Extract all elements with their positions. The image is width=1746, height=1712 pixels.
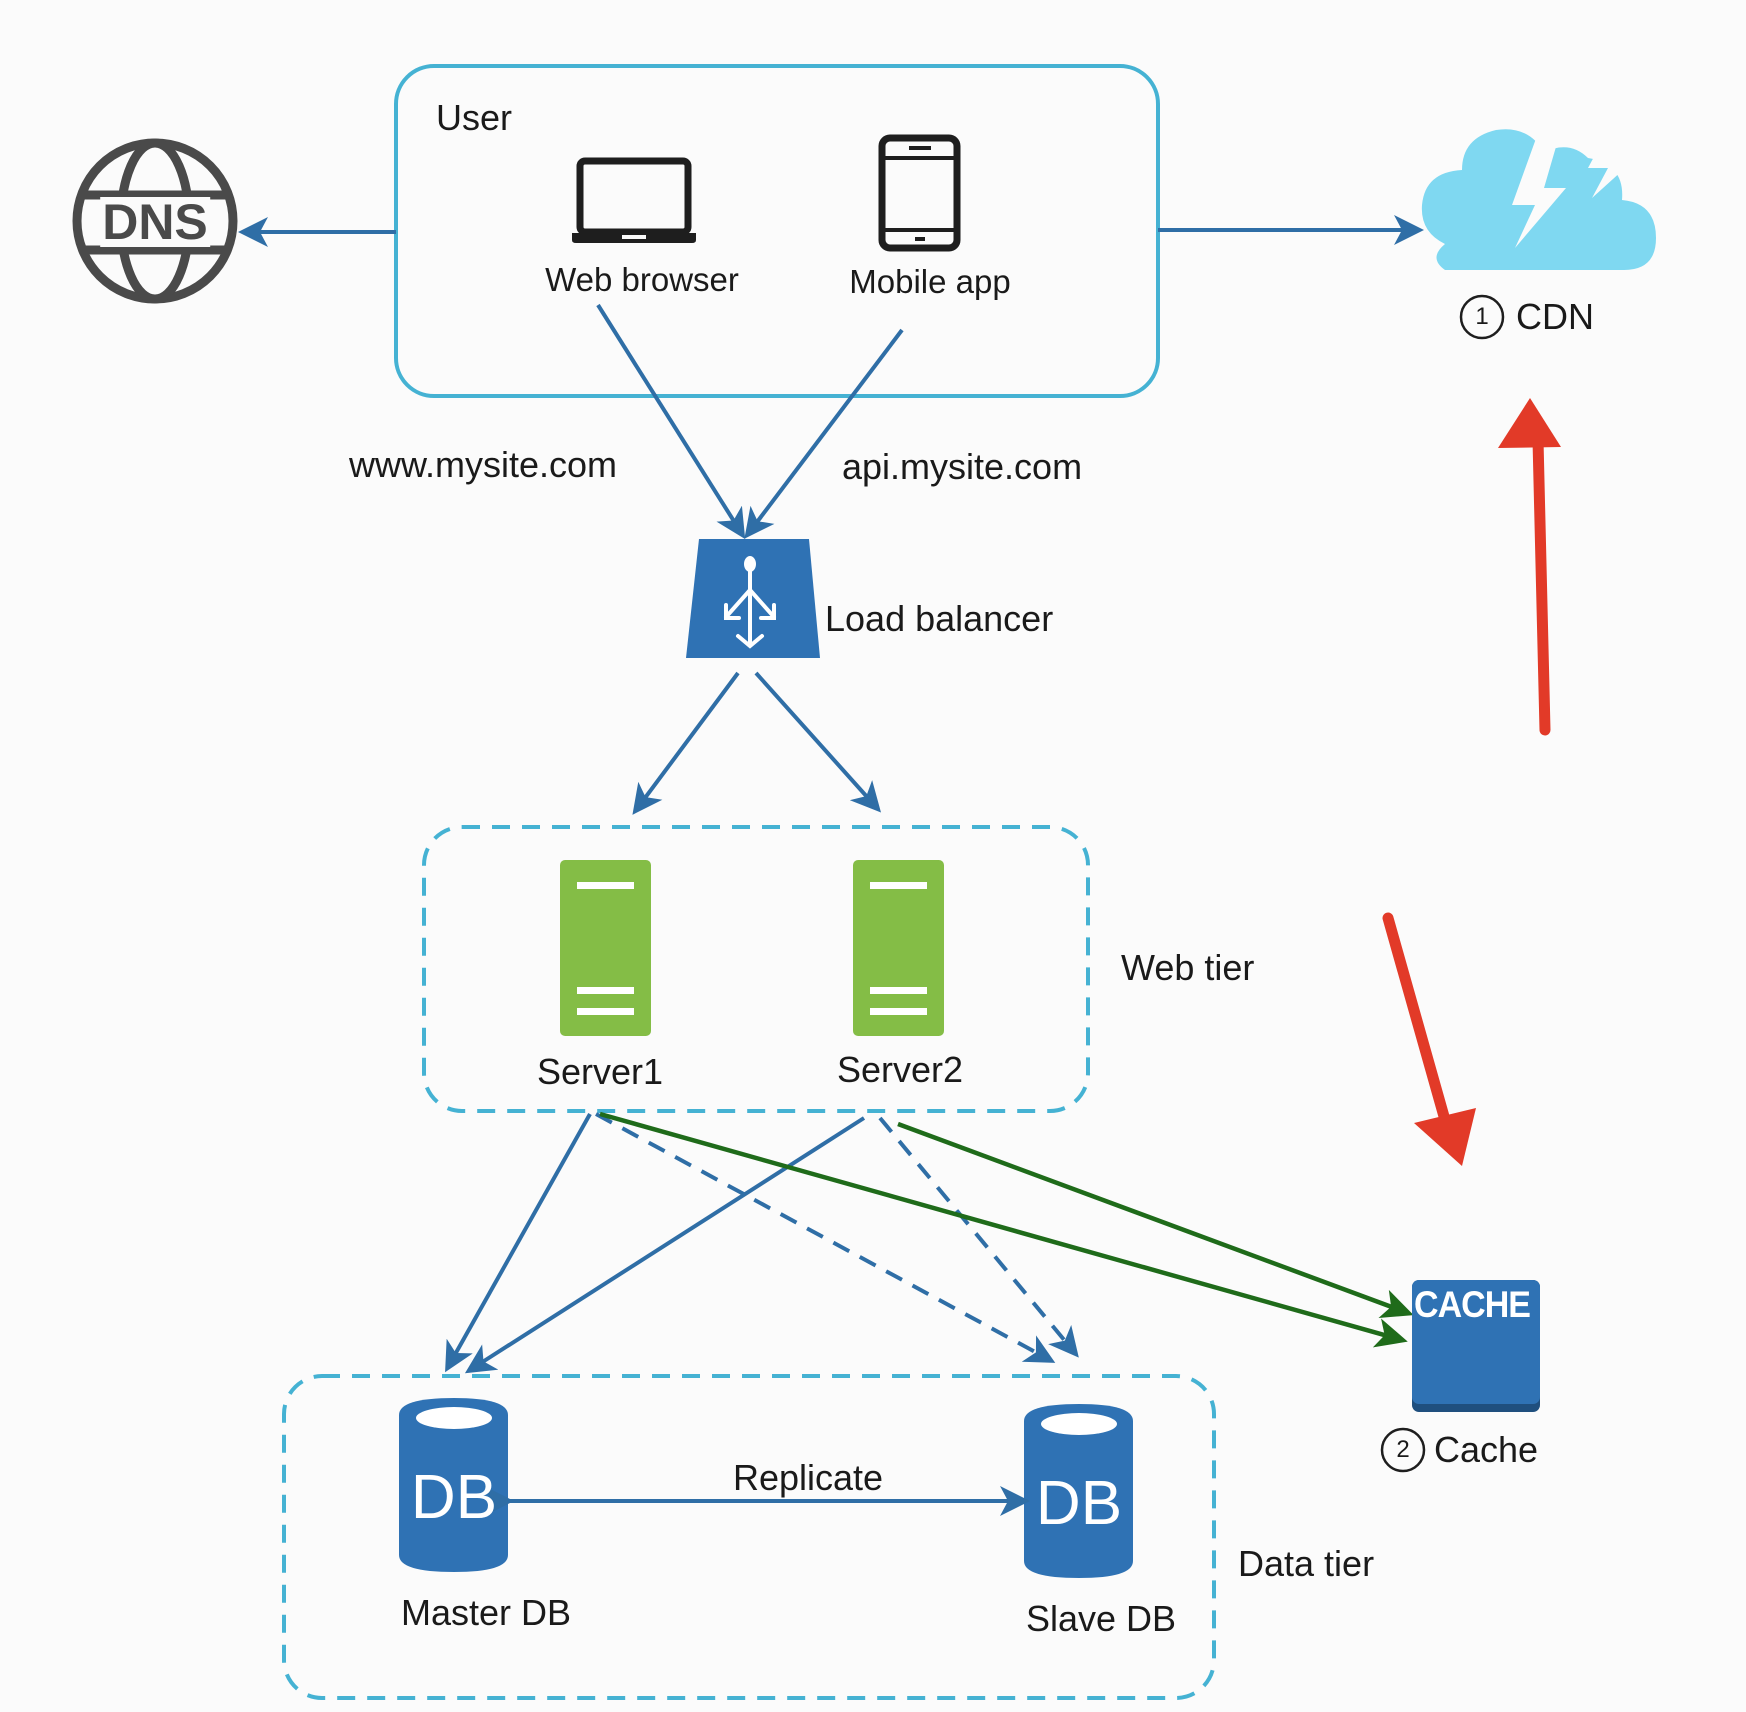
cdn-label: CDN (1516, 296, 1594, 337)
arrow-server1-to-slave (595, 1112, 1056, 1363)
slave-db-badge: DB (1035, 1469, 1123, 1538)
user-box-title: User (436, 97, 513, 138)
database-icon (1024, 1404, 1133, 1578)
server2-label: Server2 (836, 1049, 964, 1090)
cache-number-circle (1380, 1427, 1426, 1473)
load-balancer-icon (686, 539, 820, 658)
master-db-label: Master DB (401, 1592, 572, 1633)
cache-label: Cache (1434, 1429, 1539, 1470)
arrow-browser-to-lb (596, 303, 746, 540)
api-domain-label: api.mysite.com (842, 446, 1083, 487)
dns-label: DNS (100, 194, 210, 250)
cache-icon (1412, 1280, 1540, 1412)
cloud-lightning-icon (1421, 129, 1656, 270)
web-browser-label: Web browser (545, 261, 739, 298)
tablet-icon (878, 134, 961, 252)
arrow-server1-to-cache (599, 1111, 1408, 1348)
master-db-badge: DB (410, 1463, 498, 1532)
cache-number: 2 (1396, 1436, 1410, 1463)
web-tier-label: Web tier (1121, 947, 1255, 988)
data-tier-label: Data tier (1238, 1543, 1375, 1584)
cache-badge: CACHE (1414, 1284, 1531, 1326)
server-icon (853, 860, 944, 1036)
mobile-app-label: Mobile app (849, 263, 1011, 300)
arrow-server2-to-cache (897, 1121, 1414, 1319)
arrow-lb-to-server1 (632, 671, 740, 815)
arrow-server2-to-slave (878, 1116, 1079, 1358)
arrow-lb-to-server2 (754, 671, 882, 813)
arrow-app-to-lb (744, 328, 904, 539)
red-arrow-up (1498, 398, 1561, 736)
arrow-server2-to-master (464, 1116, 866, 1374)
database-icon (399, 1398, 508, 1572)
laptop-icon (572, 157, 696, 243)
server-icon (560, 860, 651, 1036)
data-tier-box (282, 1374, 1216, 1700)
web-domain-label: www.mysite.com (349, 444, 618, 485)
cdn-number: 1 (1475, 303, 1489, 330)
load-balancer-label: Load balancer (825, 598, 1054, 639)
arrow-server1-to-master (445, 1113, 592, 1373)
web-tier-box (422, 825, 1090, 1113)
replicate-label: Replicate (732, 1457, 884, 1498)
slave-db-label: Slave DB (1026, 1598, 1177, 1639)
red-arrow-down (1382, 912, 1476, 1166)
cdn-number-circle (1459, 294, 1505, 340)
server1-label: Server1 (536, 1051, 664, 1092)
